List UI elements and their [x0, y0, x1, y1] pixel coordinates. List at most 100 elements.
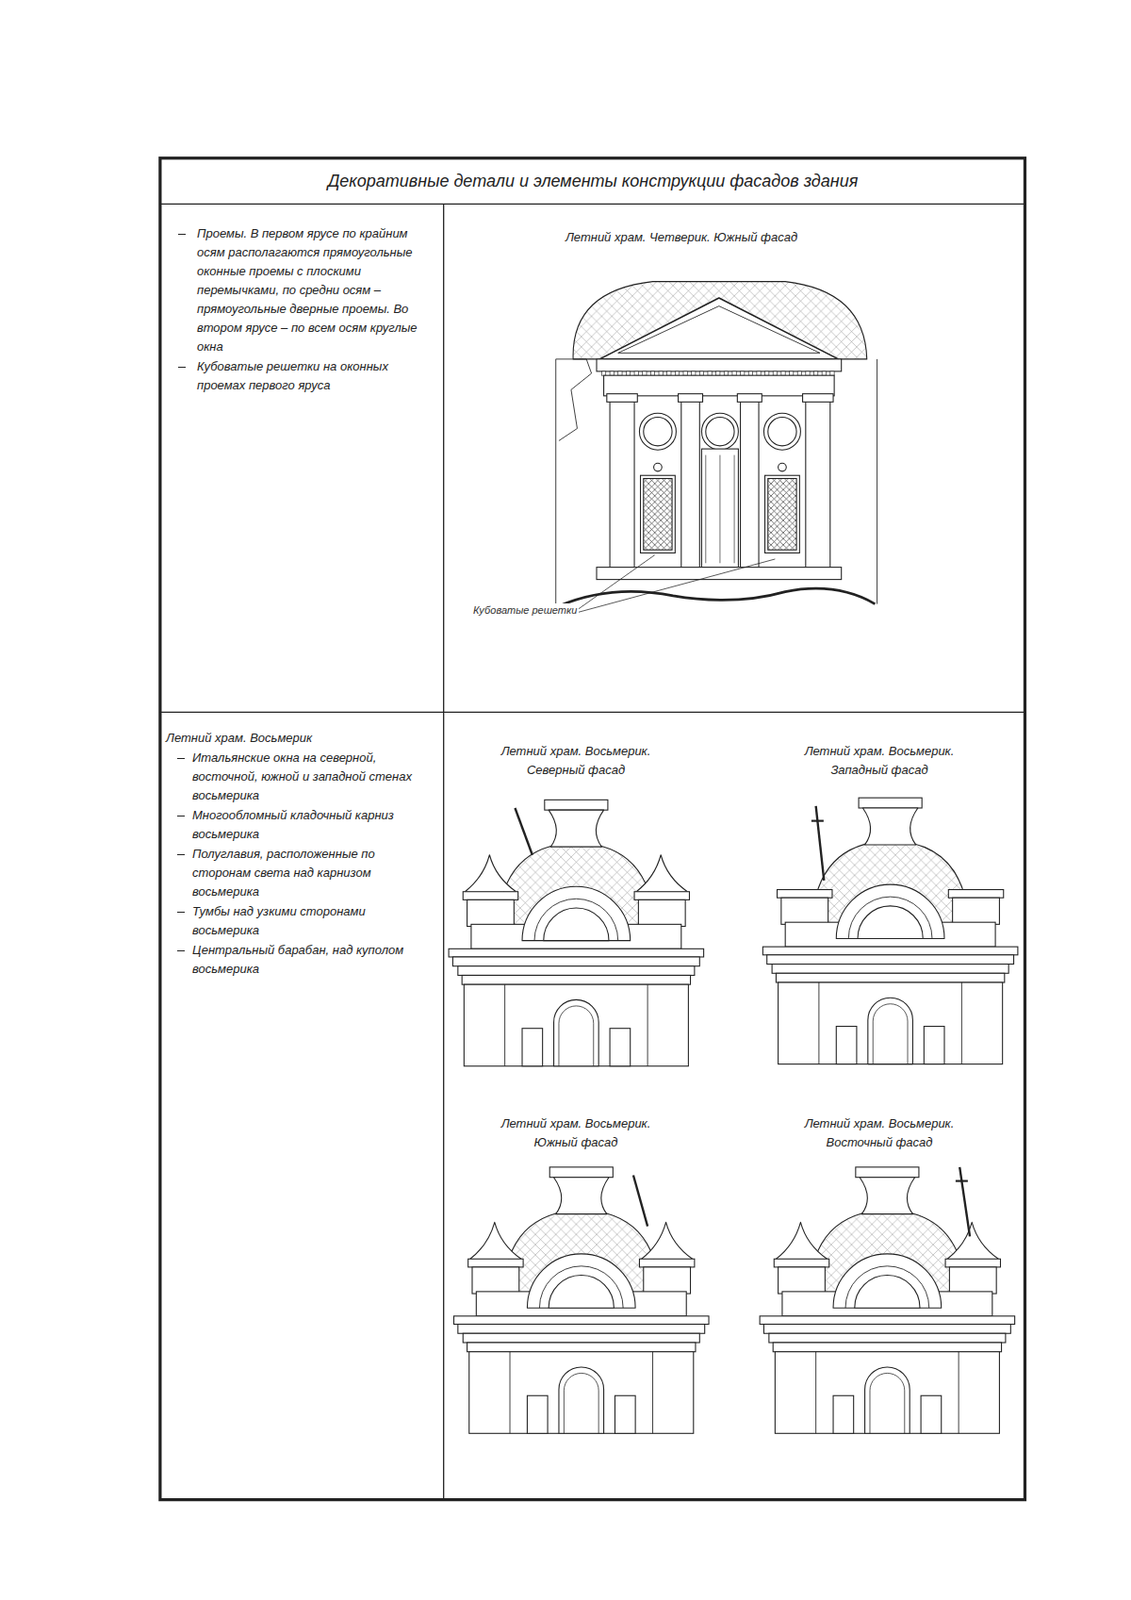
dentil	[699, 371, 704, 376]
dentil	[634, 371, 639, 376]
tent-roof	[470, 1221, 522, 1259]
drum	[862, 807, 918, 845]
list-item: Многообломный кладочный карниз восьмерик…	[165, 805, 421, 844]
cornice-layer	[759, 1315, 1016, 1325]
vosmerik-elevation	[454, 1166, 710, 1433]
list-dash	[177, 911, 185, 913]
dentil	[765, 371, 770, 376]
dentil	[723, 371, 728, 376]
pediment	[599, 297, 838, 360]
dentil	[650, 371, 655, 376]
window-lattice	[768, 477, 797, 550]
dentil	[707, 371, 712, 376]
cornice-layer	[775, 972, 1004, 983]
round-window	[763, 412, 801, 450]
cornice-layer	[772, 1342, 1001, 1352]
drum-cap	[858, 797, 922, 808]
tumba-top	[777, 889, 833, 899]
tumba-top	[468, 1258, 524, 1267]
cornice-layer	[767, 954, 1015, 965]
round-window	[639, 412, 676, 450]
cornice-layer	[771, 964, 1009, 974]
half-dome	[526, 1253, 636, 1308]
arched-window	[865, 1366, 911, 1433]
grid-line	[160, 203, 1026, 205]
tumba-top	[773, 1258, 829, 1267]
vosmerik-elevation	[448, 799, 705, 1066]
drum	[548, 809, 604, 847]
drum	[554, 1177, 609, 1214]
list-dash	[177, 853, 185, 855]
drawing-caption: Летний храм. Восьмерик. Западный фасад	[794, 741, 965, 780]
dentil	[691, 371, 696, 376]
face-edge	[505, 983, 648, 1066]
tumba	[778, 1266, 826, 1294]
grid-line	[442, 203, 444, 1499]
tumba-top	[945, 1258, 1000, 1267]
half-dome-arch	[845, 1265, 930, 1308]
cell-heading: Летний храм. Восьмерик	[165, 728, 421, 748]
list-item: Проемы. В первом ярусе по крайним осям р…	[176, 224, 424, 357]
list-item: Кубоватые решетки на оконных проемах пер…	[176, 357, 424, 395]
round-window-frame	[705, 417, 735, 446]
lunette	[548, 1275, 614, 1309]
list-item: Итальянские окна на северной, восточной,…	[165, 748, 421, 805]
cell-text: Проемы. В первом ярусе по крайним осям р…	[196, 224, 424, 357]
dentil	[658, 371, 663, 376]
dentil	[748, 371, 753, 376]
tent-roof	[464, 854, 516, 892]
arched-window-frame	[563, 1372, 599, 1433]
tumba	[472, 1266, 520, 1294]
table-cell: Летний храм. Четверик. Южный фасад	[443, 203, 1026, 712]
tumba-top	[634, 891, 689, 901]
drawing-caption: Летний храм. Восьмерик. Южный фасад	[491, 1114, 661, 1152]
vosmerik-elevation	[759, 1166, 1016, 1433]
break-line	[558, 588, 875, 607]
arched-window-frame	[558, 1005, 594, 1066]
list-dash	[177, 950, 185, 951]
dome	[573, 281, 868, 360]
cross-bar	[811, 819, 824, 822]
dentil	[674, 371, 679, 376]
list-dash	[177, 757, 185, 759]
table-cell: Проемы. В первом ярусе по крайним осям р…	[160, 203, 444, 712]
cornice-layer	[452, 956, 700, 967]
arched-window	[554, 999, 600, 1066]
cross-spire	[514, 807, 532, 855]
lunette	[857, 905, 923, 939]
list-dash	[178, 366, 186, 368]
cell-text: Полуглавия, расположенные по сторонам св…	[192, 844, 421, 902]
pilaster	[681, 395, 700, 570]
face-edge	[816, 1351, 959, 1434]
lunette	[854, 1275, 920, 1309]
capital	[737, 393, 762, 403]
drum	[859, 1177, 915, 1214]
chetverik-elevation	[556, 281, 878, 615]
side-window	[920, 1394, 942, 1433]
window-lattice	[643, 477, 673, 550]
tent-roof	[636, 854, 688, 892]
dentil	[821, 371, 826, 376]
caption-box: Летний храм. Восьмерик. Западный фасад	[794, 741, 965, 780]
drum-cap	[549, 1166, 613, 1178]
half-dome-arch	[539, 1265, 623, 1308]
cornice-layer	[467, 1342, 696, 1352]
cell-text: Итальянские окна на северной, восточной,…	[192, 748, 421, 805]
dentil	[797, 371, 802, 376]
half-dome	[835, 884, 945, 938]
tent-roof	[775, 1221, 827, 1259]
wall	[778, 982, 1003, 1065]
dentil	[756, 371, 761, 376]
cell-text: Центральный барабан, над куполом восьмер…	[192, 940, 421, 979]
cornice-layer	[762, 946, 1018, 955]
pilaster	[805, 395, 831, 570]
door-panels	[705, 455, 735, 564]
dentil	[625, 371, 630, 376]
cornice-layer	[458, 966, 695, 976]
side-window	[526, 1394, 548, 1433]
side-window	[923, 1026, 945, 1065]
drum-cap	[544, 799, 608, 810]
wall	[774, 1351, 1000, 1434]
half-dome-arch	[534, 898, 619, 940]
drawing-caption: Летний храм. Четверик. Южный фасад	[483, 228, 880, 247]
